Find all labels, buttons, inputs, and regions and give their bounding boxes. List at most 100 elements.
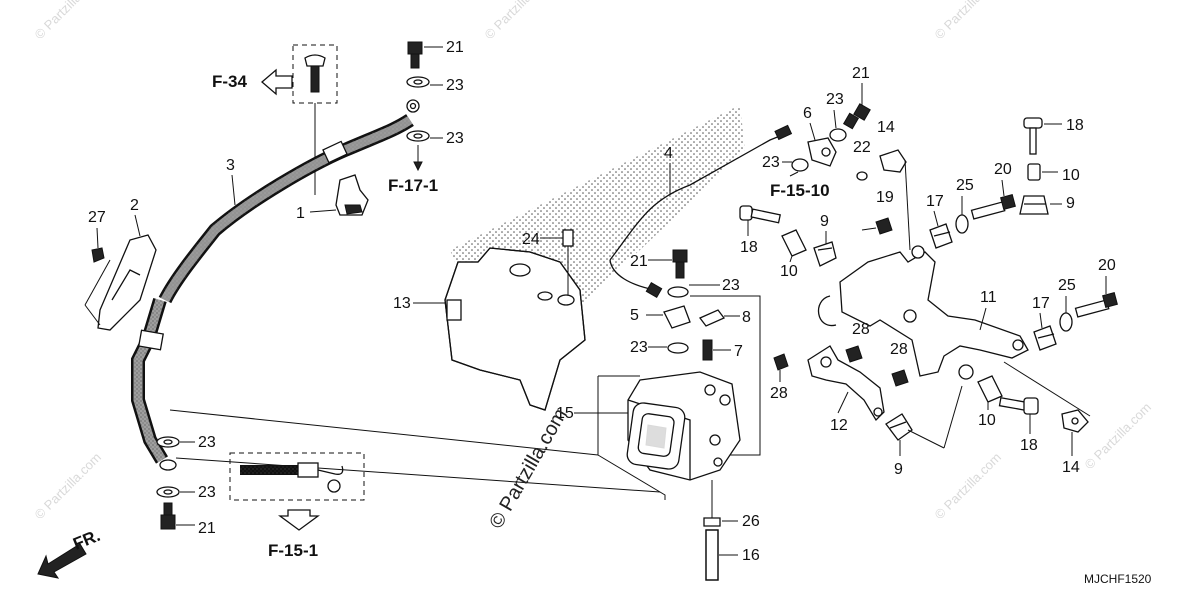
bracket-11: [839, 251, 1029, 377]
callout-18b: 18: [1020, 437, 1038, 454]
arrow-down-icon: [278, 509, 320, 531]
callout-4: 4: [664, 145, 673, 162]
callout-19: 19: [876, 189, 894, 206]
bolt-icon: [304, 54, 326, 67]
callout-23c: 23: [198, 434, 216, 451]
callout-21d: 21: [852, 65, 870, 82]
washer-icon: [791, 158, 809, 172]
hose-detail-f151: F-15-1: [229, 452, 365, 560]
callout-20a: 20: [994, 161, 1012, 178]
bolt-21-icon: [160, 514, 176, 530]
callout-22: 22: [853, 139, 871, 156]
washer-icon: [829, 128, 847, 142]
bolt-28-icon: [845, 345, 863, 363]
callout-23f: 23: [630, 339, 648, 356]
callout-16: 16: [742, 547, 760, 564]
callout-1: 1: [296, 205, 305, 222]
front-label: FR.: [70, 526, 103, 554]
collar-14-icon: [879, 149, 907, 173]
washer-icon: [667, 286, 689, 298]
watermark: © Partzilla.com: [932, 0, 1005, 42]
washer-icon: [406, 130, 430, 142]
joint-5-icon: [663, 305, 691, 329]
washer-25-icon: [1059, 312, 1073, 332]
callout-23a: 23: [446, 77, 464, 94]
washer-22-icon: [856, 171, 868, 181]
callout-5: 5: [630, 307, 639, 324]
callout-15: 15: [556, 405, 574, 422]
front-arrow-icon: [37, 543, 87, 579]
bolt-19-icon: [875, 217, 893, 235]
callout-23g: 23: [762, 154, 780, 171]
collar-10-icon: [781, 229, 807, 257]
dashed-box-bolt: [292, 44, 338, 104]
front-brake-hose-group: F-34 1 2 27 3 21: [84, 39, 661, 537]
bleeder-7-icon: [702, 339, 713, 361]
washer-25-icon: [955, 214, 969, 234]
abs-modulator-15: 15: [556, 371, 741, 481]
callout-28a: 28: [770, 385, 788, 402]
bolt-21-icon: [407, 41, 423, 55]
callout-6: 6: [803, 105, 812, 122]
diagram-code: MJCHF1520: [1084, 572, 1152, 586]
fitting-6-group: 6 23 23 21 F-15-10: [762, 65, 871, 200]
bolt-20-icon: [1000, 194, 1016, 210]
callout-27: 27: [88, 209, 106, 226]
washer-icon: [406, 76, 430, 88]
bolt-shank-icon: [310, 65, 320, 93]
ref-f171: F-17-1: [388, 176, 438, 195]
callout-17a: 17: [926, 193, 944, 210]
callout-28c: 28: [890, 341, 908, 358]
callout-13: 13: [393, 295, 411, 312]
ref-f34: F-34: [212, 72, 248, 91]
arrow-left-icon: [261, 68, 293, 96]
abs-mount-plate-13: 13: [393, 247, 586, 411]
bolt-21-icon: [672, 249, 688, 263]
callout-25b: 25: [1058, 277, 1076, 294]
callout-14a: 14: [877, 119, 895, 136]
callout-20b: 20: [1098, 257, 1116, 274]
callout-10c: 10: [1062, 167, 1080, 184]
callout-26: 26: [742, 513, 760, 530]
callout-24: 24: [522, 231, 540, 248]
callout-23h: 23: [826, 91, 844, 108]
bolt-28-icon: [773, 353, 789, 371]
callout-23e: 23: [722, 277, 740, 294]
bolt-18-icon: [739, 205, 753, 221]
callout-10a: 10: [780, 263, 798, 280]
callout-21a: 21: [446, 39, 464, 56]
callout-9c: 9: [1066, 195, 1075, 212]
grommet-9-icon: [885, 413, 913, 441]
callout-23b: 23: [446, 130, 464, 147]
watermark: © Partzilla.com: [32, 0, 105, 42]
callout-14b: 14: [1062, 459, 1080, 476]
callout-18c: 18: [1066, 117, 1084, 134]
callout-2: 2: [130, 197, 139, 214]
bracket-12: [807, 345, 885, 422]
callout-17b: 17: [1032, 295, 1050, 312]
ref-f1510: F-15-10: [770, 181, 830, 200]
dashed-box-hose: [229, 452, 365, 501]
brake-pipe-4: 4: [609, 124, 793, 299]
collar-10-icon: [977, 375, 1003, 403]
washer-icon: [156, 436, 180, 448]
grommet-9-icon: [813, 241, 837, 267]
callout-23d: 23: [198, 484, 216, 501]
callout-21c: 21: [630, 253, 648, 270]
callout-11: 11: [980, 289, 997, 306]
abs-bracket-assembly: 22 14 19 18 10 9 11 12: [739, 117, 1118, 478]
arrow-down-icon: [413, 161, 423, 172]
stay-bracket-part-2: [97, 234, 157, 331]
ref-f151: F-15-1: [268, 541, 318, 560]
callout-28b: 28: [852, 321, 870, 338]
grommet-9-icon: [1019, 195, 1049, 215]
grommet-17-icon: [1033, 325, 1057, 351]
callout-9a: 9: [820, 213, 829, 230]
callout-8: 8: [742, 309, 751, 326]
grommet-17-icon: [929, 223, 953, 249]
callout-9b: 9: [894, 461, 903, 478]
bolt-20-icon: [1102, 292, 1118, 308]
callout-25a: 25: [956, 177, 974, 194]
watermark: © Partzilla.com: [932, 450, 1005, 523]
